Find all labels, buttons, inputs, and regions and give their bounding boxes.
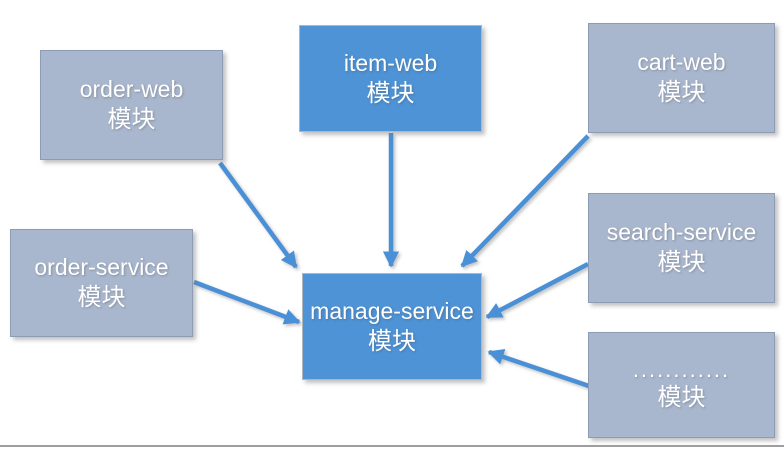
node-manage-service: manage-service 模块 — [302, 273, 482, 380]
bottom-divider-line — [0, 445, 784, 447]
arrow-other-to-manage-service — [487, 349, 590, 389]
node-item-web: item-web 模块 — [299, 25, 482, 132]
node-manage-service-title: manage-service — [310, 297, 474, 324]
node-order-service-subtitle: 模块 — [77, 284, 126, 311]
node-search-service-subtitle: 模块 — [657, 249, 706, 276]
node-cart-web: cart-web 模块 — [588, 23, 775, 133]
node-other-modules-subtitle: 模块 — [657, 383, 706, 411]
node-order-service: order-service 模块 — [10, 229, 193, 337]
node-order-web-subtitle: 模块 — [107, 106, 156, 133]
node-other-modules: ............ 模块 — [588, 332, 775, 438]
arrow-order-service-to-manage-service — [193, 279, 301, 325]
node-cart-web-title: cart-web — [637, 49, 726, 75]
node-item-web-subtitle: 模块 — [366, 79, 415, 107]
arrow-cart-web-to-manage-service — [460, 134, 590, 268]
node-cart-web-subtitle: 模块 — [657, 79, 706, 106]
node-search-service-title: search-service — [606, 219, 757, 245]
arrow-order-web-to-manage-service — [218, 161, 298, 269]
node-search-service: search-service 模块 — [588, 193, 775, 303]
node-order-web: order-web 模块 — [40, 50, 223, 160]
node-order-service-title: order-service — [34, 254, 169, 280]
node-manage-service-subtitle: 模块 — [368, 327, 416, 355]
arrow-search-service-to-manage-service — [485, 262, 590, 319]
node-other-modules-title: ............ — [632, 356, 731, 382]
node-order-web-title: order-web — [79, 76, 184, 102]
node-item-web-title: item-web — [343, 49, 438, 76]
